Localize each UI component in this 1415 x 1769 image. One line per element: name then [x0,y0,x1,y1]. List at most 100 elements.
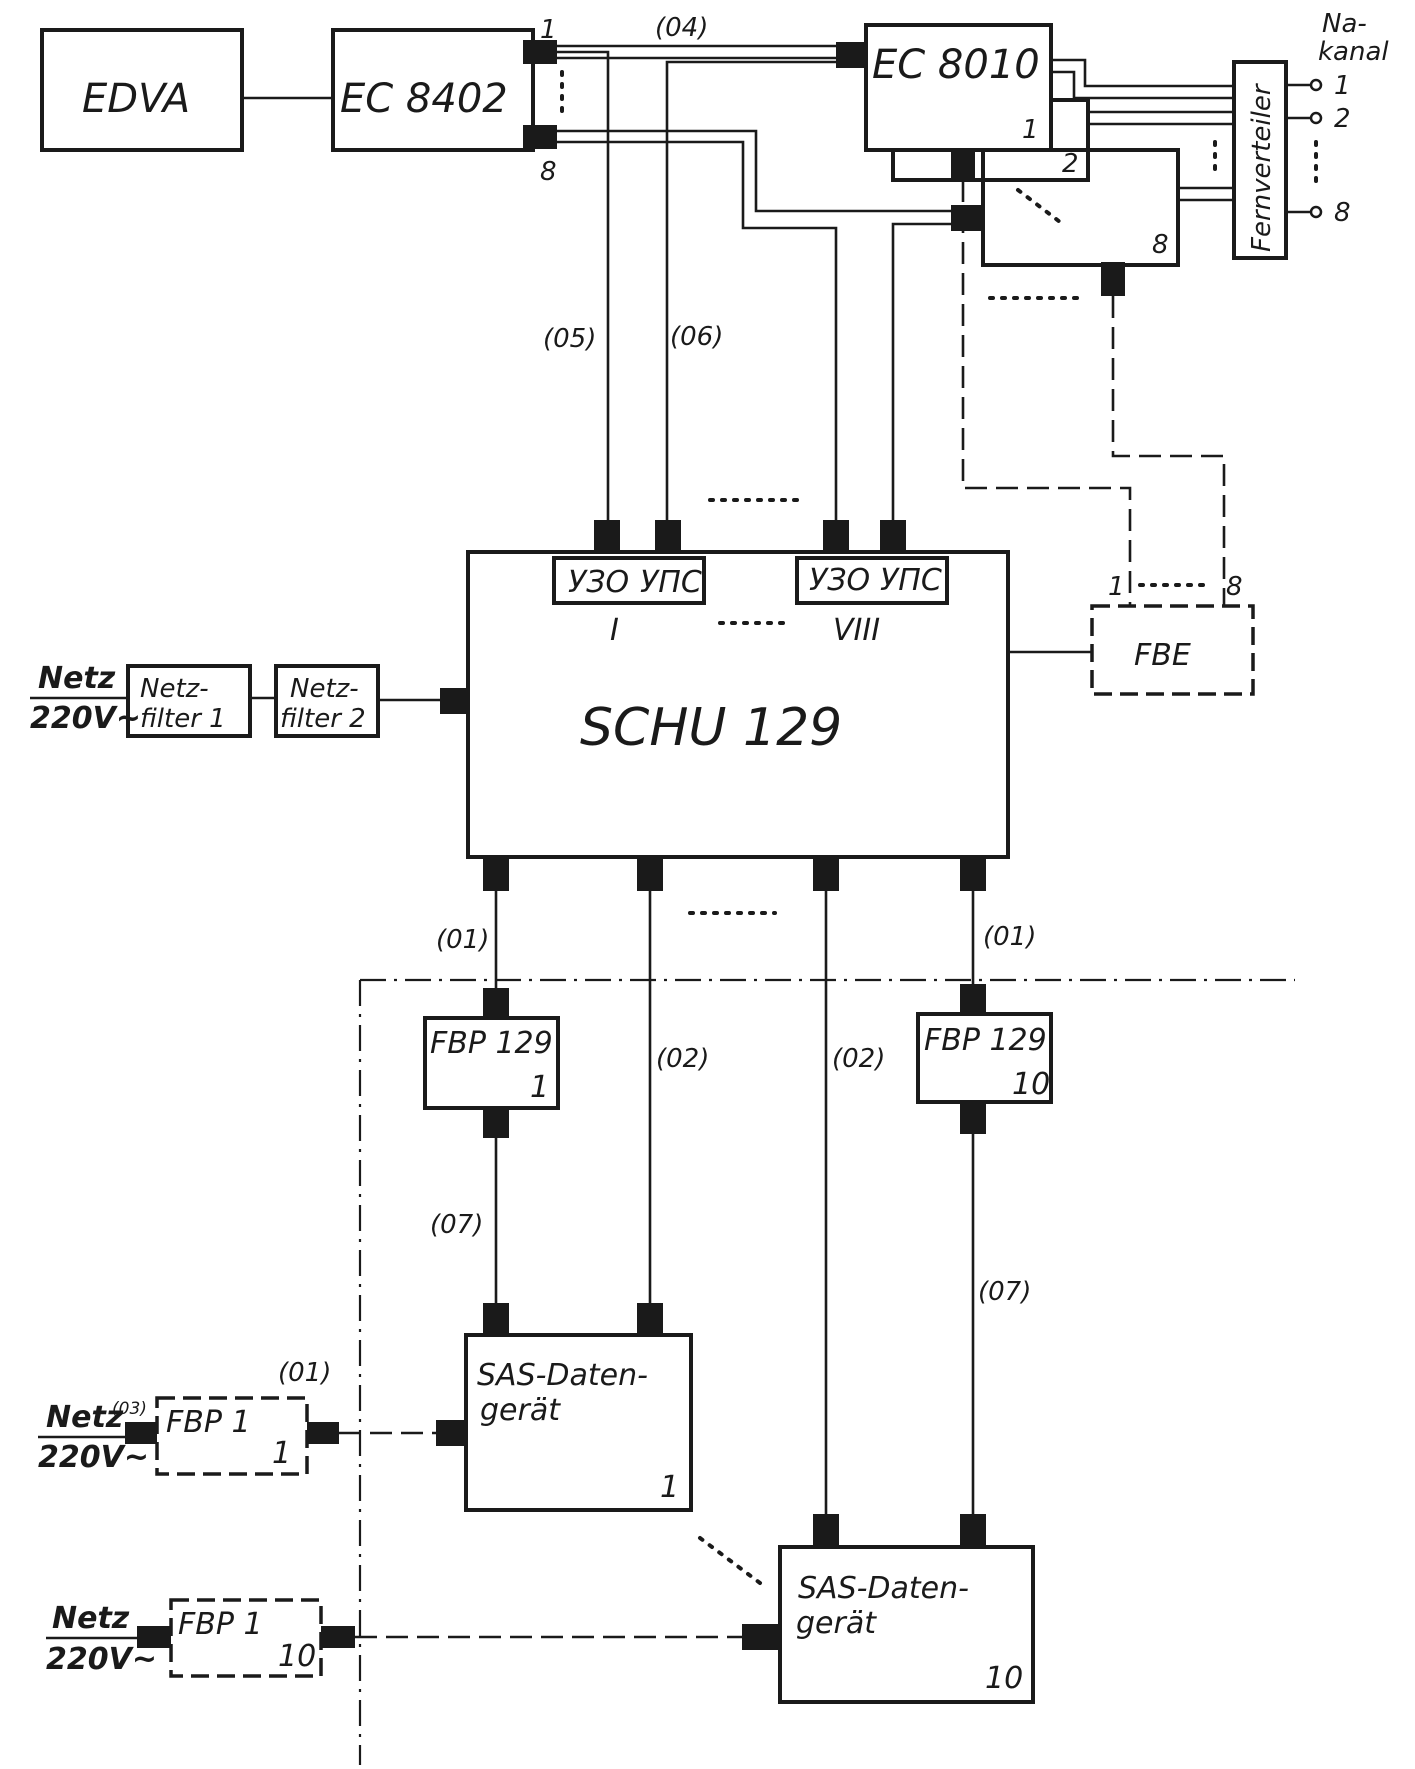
ec8402-port-1 [523,40,557,64]
fbp129-10-top-port [960,984,986,1016]
fbe-dashed-line-8 [1111,296,1226,606]
schu-top-port-2 [655,520,681,554]
ec8010-unit-8 [981,148,1180,267]
ec8402-ec8010-8-a [557,129,951,213]
cable-01-fbp-label: (01) [278,1358,331,1388]
fbe-label: FBE [1134,638,1191,673]
fbp129-10-name: FBP 129 [924,1023,1047,1058]
ec8010-label: EC 8010 [872,42,1040,88]
ec8010-stack: EC 8010 1 2 8 [836,23,1180,296]
sas-10-line1: SAS-Daten- [798,1571,969,1606]
port-group-1-numeral: I [610,613,619,648]
sas-1-line2: gerät [480,1393,561,1428]
sas-datengeraet-1-block: SAS-Daten- gerät 1 [436,1303,693,1512]
fbp1-10-input-port [137,1626,171,1648]
cable-07-right-label: (07) [978,1277,1031,1307]
nakanal-ch1: 1 [1334,71,1351,101]
schu-top-port-3 [823,520,849,554]
nakanal-ch8: 8 [1334,198,1351,228]
fbp1-1-voltage: 220V~ [38,1440,149,1475]
mains-input-schu: Netz 220V~ [30,661,141,736]
netzfilter-2-block: Netz- filter 2 [274,664,380,738]
cable-01-left-label: (01) [436,925,489,955]
netzfilter-1-line1: Netz- [140,674,209,704]
fbp1-1-netz: Netz [46,1400,124,1435]
ec8402-port-8 [523,125,557,149]
edva-label: EDVA [82,76,190,122]
schu-bottom-port-1 [483,857,509,891]
fbp129-10-bottom-port [960,1102,986,1134]
ec8010-unit-2-num: 2 [1062,149,1079,179]
fbp1-1-num: 1 [272,1436,291,1471]
sas-1-num: 1 [660,1470,679,1505]
cable-04-label: (04) [655,13,708,43]
mains-netz-label: Netz [38,661,116,696]
fbp129-1-block: FBP 129 1 [423,988,560,1138]
ec8402-port-1-label: 1 [540,15,557,45]
fernverteiler-block: Fernverteiler [1232,60,1288,260]
ec8010-fv-line-1b [1051,70,1234,100]
fbp1-10-num: 10 [278,1639,316,1674]
fbp129-10-block: FBP 129 10 [916,984,1053,1134]
port-group-8-uzo: УЗО [809,563,870,598]
fbp1-1-output-port [307,1422,339,1444]
nakanal-title-1: Na- [1322,9,1367,39]
ec8402-schu-uzo8 [557,140,838,520]
ec8010-input-port-1 [836,42,868,68]
fbp1-10-name: FBP 1 [178,1607,263,1642]
edva-block: EDVA [40,28,244,152]
port-group-1 [552,556,706,605]
nakanal-terminal-8 [1309,205,1323,219]
nakanal-title-2: kanal [1318,37,1389,67]
fbe-port-8-label: 8 [1226,572,1243,602]
schu-top-port-4 [880,520,906,554]
nakanal-ch2: 2 [1334,104,1351,134]
cable-03-label: (03) [112,1399,147,1419]
port-group-1-ups: УПС [640,565,702,600]
sas-10-port-b [960,1514,986,1549]
fbe-dashed-line-1 [961,180,1132,606]
sas-1-port-a [483,1303,509,1337]
sas-10-line2: gerät [796,1606,877,1641]
ec8010-fv-line-1a [1051,58,1234,88]
port-group-8-ups: УПС [880,563,942,598]
netzfilter-1-block: Netz- filter 1 [126,664,252,738]
netzfilter-2-line1: Netz- [290,674,359,704]
cable-06-label: (06) [670,322,723,352]
sas-datengeraet-10-block: SAS-Daten- gerät 10 [742,1514,1035,1704]
mains-voltage-label: 220V~ [30,701,141,736]
cable-06-line [665,60,836,520]
fbp129-1-top-port [483,988,509,1020]
sas-10-num: 10 [985,1661,1023,1696]
fbe-block: FBE 1 8 [1090,572,1255,696]
ec8010-input-port-8 [951,205,985,231]
ec8402-block: EC 8402 1 8 [331,15,564,187]
fbp129-10-num: 10 [1012,1067,1050,1102]
port-group-1-uzo: УЗО [568,565,629,600]
fbp1-10-block: Netz 220V~ FBP 1 10 [46,1598,355,1678]
port-group-8 [795,556,949,605]
nakanal-terminal-2 [1309,111,1323,125]
fbp1-1-name: FBP 1 [166,1405,251,1440]
port-group-8-numeral: VIII [833,613,880,648]
fbe-port-1-label: 1 [1108,572,1125,602]
cable-01-right-label: (01) [983,922,1036,952]
sas-10-port-a [813,1514,839,1549]
fbp129-1-name: FBP 129 [430,1026,553,1061]
fernverteiler-label: Fernverteiler [1247,82,1277,252]
ec8010-unit-8-num: 8 [1152,230,1169,260]
sas-1-side-port [436,1420,468,1446]
ec8010-output-port-8 [1101,262,1125,296]
cable-05-line [557,50,610,520]
ec8010-unit-1-num: 1 [1022,115,1039,145]
schu-bottom-port-3 [813,857,839,891]
nakanal-terminal-1 [1309,78,1323,92]
ec8010-schu-ups8 [891,222,951,520]
fbp1-1-block: Netz 220V~ (03) FBP 1 1 (01) [38,1358,339,1476]
netzfilter-2-line2: filter 2 [280,704,366,734]
sas-1-line1: SAS-Daten- [477,1358,648,1393]
cable-02-right-label: (02) [832,1044,885,1074]
schu129-block: SCHU 129 УЗО УПС I УЗО УПС VIII [440,520,1010,891]
netzfilter-1-line2: filter 1 [140,704,226,734]
